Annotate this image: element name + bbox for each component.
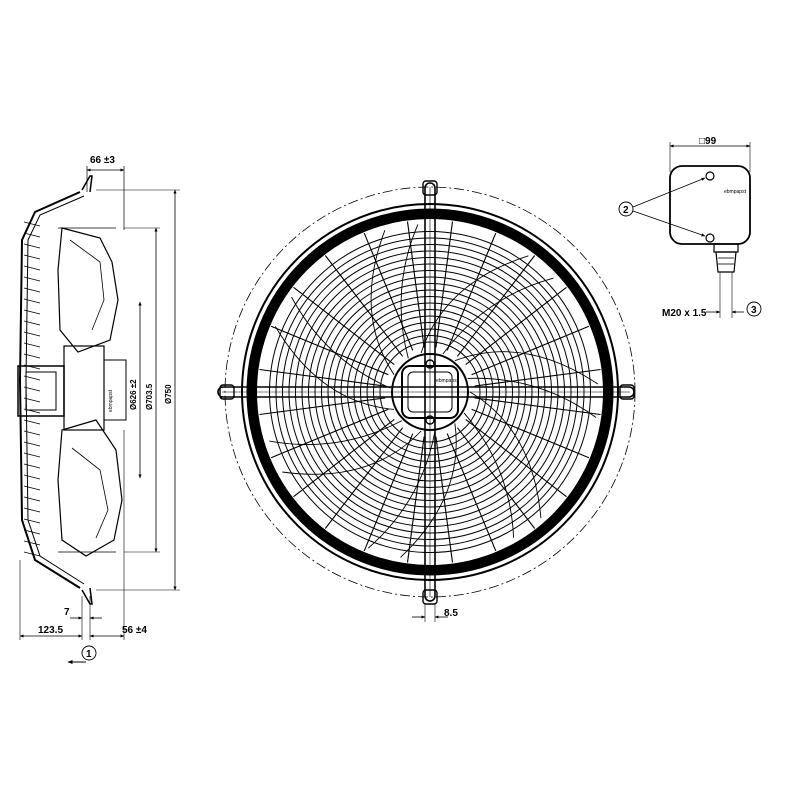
guard-rib bbox=[23, 474, 41, 480]
dim-7-label: 7 bbox=[64, 607, 70, 618]
callout-3-circle bbox=[746, 301, 762, 317]
dim-99-label: □99 bbox=[699, 136, 717, 147]
guard-spoke bbox=[270, 325, 389, 376]
guard-rib bbox=[23, 529, 41, 535]
dim-750-label: Ø750 bbox=[164, 384, 173, 404]
guard-spoke bbox=[270, 408, 389, 459]
callout-1-circle bbox=[81, 645, 97, 661]
guard-rib bbox=[23, 397, 41, 403]
hub-brand: ebmpapst bbox=[436, 378, 459, 384]
guard-rib bbox=[23, 463, 41, 469]
guard-spoke bbox=[446, 433, 497, 552]
guard-spoke bbox=[406, 436, 425, 563]
guard-spoke bbox=[259, 368, 386, 387]
blade-edge bbox=[420, 255, 554, 355]
guard-rib bbox=[23, 353, 41, 359]
guard-rib bbox=[23, 507, 41, 513]
blade-edge bbox=[274, 296, 395, 410]
guard-rib bbox=[23, 441, 41, 447]
guard-rib bbox=[23, 276, 41, 282]
guard-rib bbox=[23, 342, 41, 348]
blade-edge bbox=[367, 423, 457, 558]
dim-85-label: 8.5 bbox=[444, 608, 458, 619]
thread-label: M20 x 1.5 bbox=[662, 308, 707, 319]
guard-rib bbox=[23, 386, 41, 392]
guard-rib bbox=[23, 331, 41, 337]
guard-spoke bbox=[456, 255, 536, 357]
guard-rib bbox=[23, 496, 41, 502]
svg-text:ebmpapst: ebmpapst bbox=[108, 389, 114, 412]
guard-spoke bbox=[363, 232, 414, 351]
terminal-brand: ebmpapst bbox=[724, 189, 747, 195]
guard-spoke bbox=[363, 433, 414, 552]
guard-rib bbox=[23, 254, 41, 260]
guard-spoke bbox=[474, 368, 601, 387]
guard-spokes bbox=[259, 221, 601, 563]
blade-edge bbox=[370, 224, 419, 375]
guard-spoke bbox=[456, 427, 536, 529]
blade-edge bbox=[269, 420, 422, 475]
guard-rib bbox=[23, 232, 41, 238]
blade-upper bbox=[57, 227, 119, 353]
terminal-box-body bbox=[669, 165, 751, 245]
guard-spoke bbox=[465, 286, 567, 366]
guard-spoke bbox=[324, 255, 404, 357]
callout-2-label: 2 bbox=[623, 205, 629, 216]
guard-rib bbox=[23, 518, 41, 524]
guard-ribs bbox=[23, 221, 41, 557]
guard-rib bbox=[23, 221, 41, 227]
dim-66-label: 66 ±3 bbox=[90, 155, 115, 166]
guard-rib bbox=[23, 419, 41, 425]
guard-rib bbox=[23, 265, 41, 271]
guard-spoke bbox=[259, 397, 386, 416]
dim-626-label: Ø626 ±2 bbox=[129, 379, 138, 410]
screw-bottom bbox=[705, 233, 715, 243]
guard-rib bbox=[23, 375, 41, 381]
guard-rib bbox=[23, 452, 41, 458]
guard-rib bbox=[23, 430, 41, 436]
guard-spoke bbox=[465, 418, 567, 498]
callout-2-circle bbox=[618, 201, 634, 217]
terminal-box: □99 ebmpapst 2 M20 x 1.5 3 bbox=[618, 136, 762, 319]
guard-rib bbox=[23, 540, 41, 546]
callout-1-label: 1 bbox=[86, 649, 92, 660]
guard-rib bbox=[23, 320, 41, 326]
dim-123-label: 123.5 bbox=[38, 625, 63, 636]
cable-gland bbox=[713, 243, 739, 253]
front-view: ebmpapst 8.5 bbox=[217, 180, 636, 622]
hub bbox=[391, 353, 469, 431]
guard-rib bbox=[23, 551, 41, 557]
guard-spoke bbox=[324, 427, 404, 529]
guard-spoke bbox=[435, 436, 454, 563]
screw-top bbox=[705, 171, 715, 181]
guard-spoke bbox=[435, 221, 454, 348]
guard-spoke bbox=[471, 325, 590, 376]
blade-lower bbox=[57, 419, 123, 557]
guard-rib bbox=[23, 485, 41, 491]
motor-box bbox=[401, 365, 459, 419]
guard-spoke bbox=[293, 286, 395, 366]
callout-3-label: 3 bbox=[751, 305, 757, 316]
guard-rib bbox=[23, 309, 41, 315]
guard-rib bbox=[23, 243, 41, 249]
guard-spoke bbox=[406, 221, 425, 348]
guard-spoke bbox=[471, 408, 590, 459]
mount-bar-vertical bbox=[424, 182, 436, 602]
guard-spoke bbox=[293, 418, 395, 498]
guard-spoke bbox=[446, 232, 497, 351]
motor-rotor bbox=[17, 365, 65, 417]
guard-spoke bbox=[474, 397, 601, 416]
guard-rib bbox=[23, 287, 41, 293]
side-view: ebmpapst 66 ±3 Ø626 ±2 Ø703.5 Ø750 7 123… bbox=[17, 155, 180, 664]
dim-56-label: 56 ±4 bbox=[122, 625, 147, 636]
dim-703-label: Ø703.5 bbox=[145, 383, 154, 410]
guard-rib bbox=[23, 298, 41, 304]
